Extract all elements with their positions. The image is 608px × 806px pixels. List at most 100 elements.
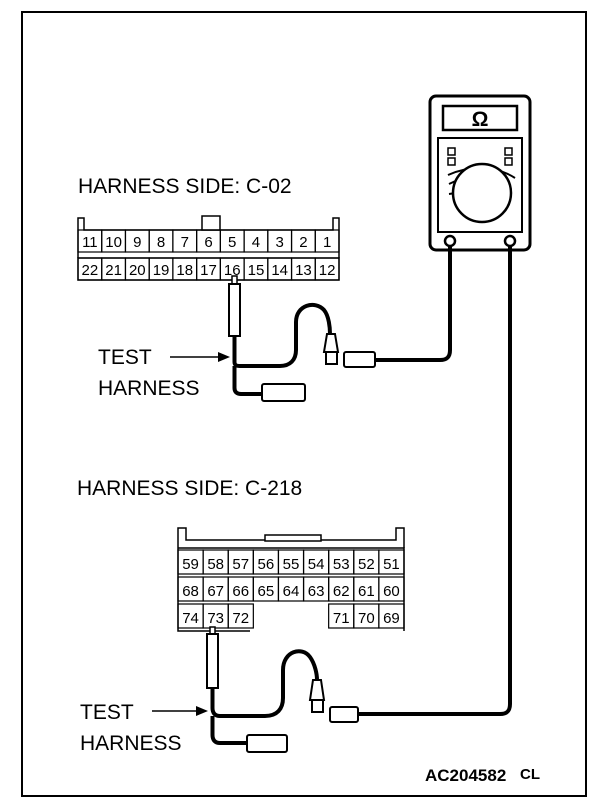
c218-pin-64: 64 <box>283 583 300 600</box>
lower-harness-tail-wire <box>210 716 247 745</box>
c02-pin-8: 8 <box>157 234 165 251</box>
meter-switch-1 <box>447 147 456 156</box>
meter-terminal-left <box>443 234 457 248</box>
upper-harness-end-terminal <box>261 383 306 402</box>
upper-harness-wire <box>232 302 332 368</box>
c218-pin-73: 73 <box>207 610 224 627</box>
c218-pin-61: 61 <box>358 583 375 600</box>
c02-pin-19: 19 <box>153 262 170 279</box>
c02-pin-5: 5 <box>228 234 236 251</box>
c02-pin-13: 13 <box>295 262 312 279</box>
meter-display <box>441 104 519 132</box>
lower-test-harness <box>206 246 512 753</box>
c02-pin-12: 12 <box>319 262 336 279</box>
connector-c218-title: HARNESS SIDE: C-218 <box>77 477 302 500</box>
lower-clip-jaw <box>308 679 326 701</box>
c218-housing-left <box>177 548 250 632</box>
c02-pin-6: 6 <box>204 234 212 251</box>
c218-pin-68: 68 <box>182 583 199 600</box>
c02-pin-12-cavity <box>314 257 340 281</box>
lower-probe-body <box>206 633 219 689</box>
c218-pin-63: 63 <box>308 583 325 600</box>
connector-c02-title: HARNESS SIDE: C-02 <box>78 175 292 198</box>
c02-pin-10: 10 <box>105 234 122 251</box>
c02-pin-22: 22 <box>82 262 99 279</box>
c218-pin-70: 70 <box>358 610 375 627</box>
meter-lead-right <box>358 246 512 716</box>
c218-pin-60: 60 <box>383 583 400 600</box>
c218-pin-51-cavity <box>378 549 405 575</box>
c02-pin-21: 21 <box>105 262 122 279</box>
c218-pin-71: 71 <box>333 610 350 627</box>
meter-lead-left <box>375 246 452 362</box>
c218-pin-69: 69 <box>383 610 400 627</box>
lower-test-label: TEST <box>80 701 134 724</box>
c218-pin-72-cavity <box>227 603 254 629</box>
c02-pin-2: 2 <box>299 234 307 251</box>
c218-pin-54: 54 <box>308 556 325 573</box>
lower-meter-lead-plug <box>329 706 359 723</box>
c02-pin-7: 7 <box>181 234 189 251</box>
c218-housing-outline <box>178 547 405 631</box>
c218-pin-57: 57 <box>232 556 249 573</box>
meter-switch-3 <box>504 147 513 156</box>
c02-pin-16: 16 <box>224 262 241 279</box>
lower-label-arrowhead <box>196 706 208 716</box>
meter-dial <box>451 162 513 224</box>
c02-pin-20: 20 <box>129 262 146 279</box>
c02-pin-18: 18 <box>176 262 193 279</box>
c02-pin-3: 3 <box>276 234 284 251</box>
c02-pin-9: 9 <box>133 234 141 251</box>
c02-lock-tab <box>201 215 221 231</box>
upper-meter-lead-plug <box>343 351 376 368</box>
c218-pin-53: 53 <box>333 556 350 573</box>
c218-pin-72: 72 <box>232 610 249 627</box>
c02-pin-15: 15 <box>248 262 265 279</box>
c02-pin-14: 14 <box>271 262 288 279</box>
figure-code: AC204582 <box>425 766 506 785</box>
connector-c218: 59 58 57 56 55 54 53 52 51 68 67 66 65 64 63 62 61 60 74 73… <box>177 527 405 632</box>
c218-pin-55: 55 <box>283 556 300 573</box>
lower-probe-tip <box>209 626 216 635</box>
lower-harness-label: HARNESS <box>80 732 182 755</box>
upper-test-harness <box>228 246 452 402</box>
c02-pin-1-cavity <box>314 229 340 253</box>
upper-label-arrowhead <box>218 352 230 362</box>
lower-harness-end-terminal <box>246 734 288 753</box>
c218-pin-60-cavity <box>378 576 405 602</box>
upper-harness-tail-wire <box>232 366 262 396</box>
upper-clip-body <box>325 351 338 365</box>
upper-clip-jaw <box>322 333 340 353</box>
c218-pin-74: 74 <box>182 610 199 627</box>
upper-test-label: TEST <box>98 346 152 369</box>
c218-pin-66: 66 <box>232 583 249 600</box>
c02-pin-1: 1 <box>323 234 331 251</box>
meter-terminal-right <box>503 234 517 248</box>
meter-switch-2 <box>447 157 456 166</box>
meter-switch-4 <box>504 157 513 166</box>
figure-code-suffix: CL <box>520 766 540 783</box>
ohm-symbol: Ω <box>472 108 489 131</box>
c218-pin-56: 56 <box>258 556 275 573</box>
lower-harness-wire <box>210 649 319 718</box>
diagram-frame <box>21 11 587 797</box>
c02-pin-4: 4 <box>252 234 260 251</box>
upper-harness-label: HARNESS <box>98 377 200 400</box>
c218-pin-65: 65 <box>258 583 275 600</box>
lower-clip-body <box>311 699 324 713</box>
c218-pin-69-cavity <box>378 603 405 629</box>
ohmmeter: Ω <box>428 94 532 252</box>
upper-probe-tip <box>231 275 238 285</box>
upper-probe-body <box>228 283 241 337</box>
c02-pin-11: 11 <box>82 234 98 251</box>
c218-pin-67: 67 <box>207 583 224 600</box>
c218-pin-51: 51 <box>383 556 400 573</box>
c218-pin-59: 59 <box>182 556 199 573</box>
c218-pin-62: 62 <box>333 583 350 600</box>
c218-pin-58: 58 <box>207 556 224 573</box>
c218-pin-52: 52 <box>358 556 375 573</box>
c02-pin-17: 17 <box>200 262 217 279</box>
c218-lock-tab <box>264 534 322 542</box>
